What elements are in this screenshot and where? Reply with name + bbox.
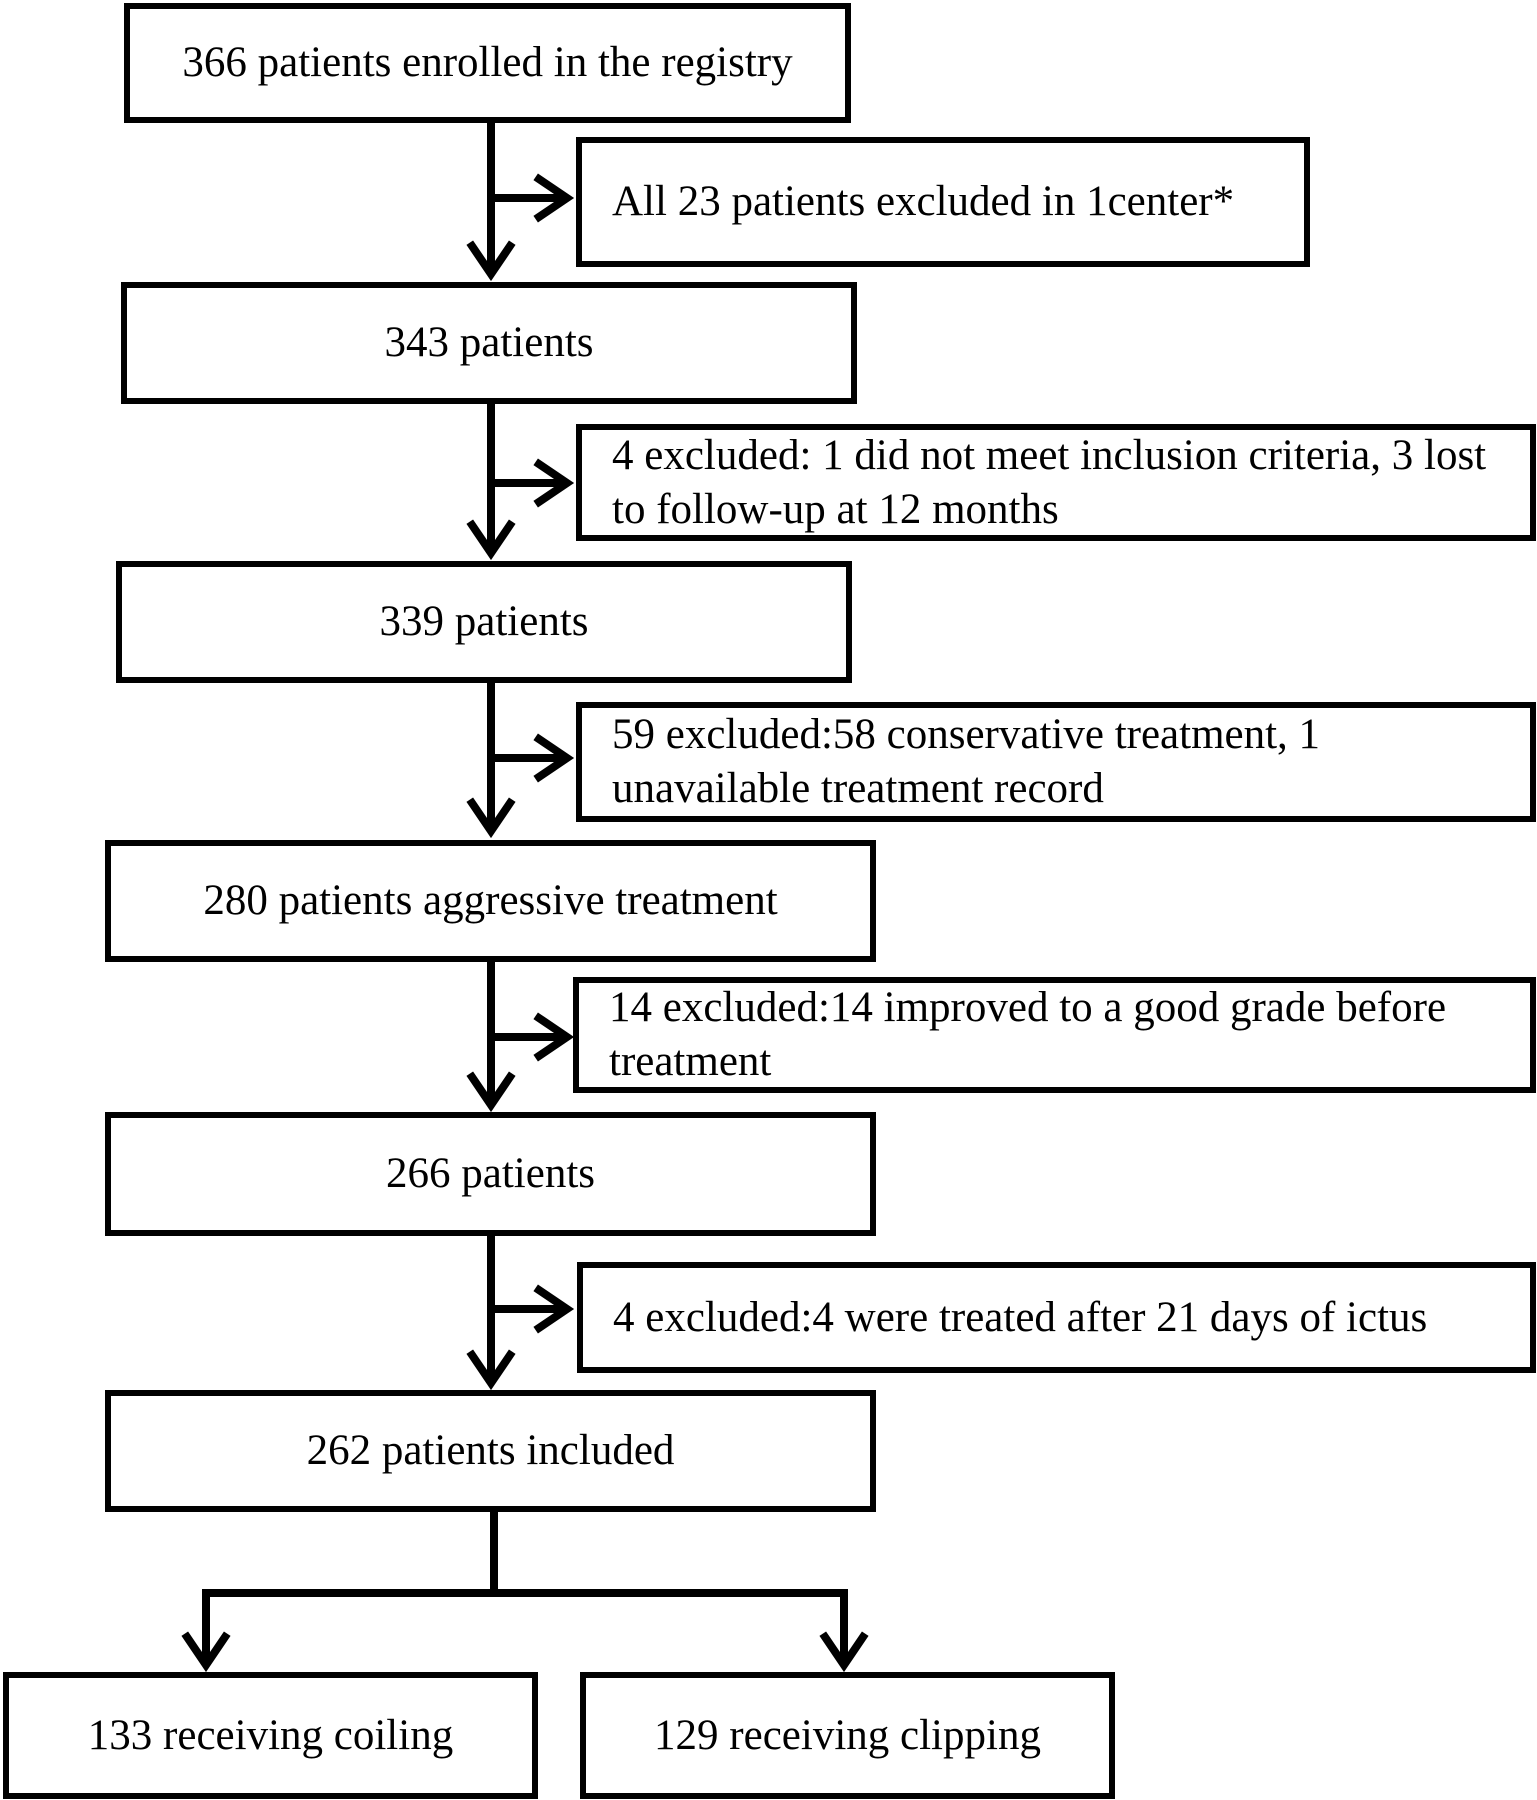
step-343-label: 343 patients (384, 319, 594, 366)
step-343-box: 343 patients (121, 282, 857, 404)
step-266-label: 266 patients (386, 1150, 595, 1197)
arrowhead-down-280 (466, 797, 516, 839)
coiling-label: 133 receiving coiling (87, 1711, 454, 1759)
arrowhead-down-clipping (819, 1631, 869, 1673)
exclusion-box-center: All 23 patients excluded in 1center* (576, 137, 1310, 267)
arrowhead-right-2 (533, 458, 575, 508)
clipping-box: 129 receiving clipping (580, 1672, 1115, 1799)
arrowhead-down-343 (466, 240, 516, 282)
enrolled-label: 366 patients enrolled in the registry (182, 39, 793, 86)
step-339-label: 339 patients (379, 598, 589, 645)
coiling-box: 133 receiving coiling (3, 1672, 538, 1799)
included-label: 262 patients included (306, 1427, 675, 1474)
arrowhead-down-coiling (181, 1631, 231, 1673)
exclusion-box-conservative: 59 excluded:58 conservative treatment, 1… (576, 702, 1536, 822)
clipping-label: 129 receiving clipping (654, 1711, 1041, 1759)
exclusion-improved-label: 14 excluded:14 improved to a good grade … (609, 984, 1447, 1085)
step-339-box: 339 patients (116, 561, 852, 683)
arrowhead-down-262 (466, 1349, 516, 1391)
step-280-label: 280 patients aggressive treatment (203, 877, 778, 924)
arrowhead-right-5 (533, 1284, 575, 1334)
arrowhead-down-339 (466, 519, 516, 561)
arrowhead-right-4 (533, 1012, 575, 1062)
exclusion-late-label: 4 excluded:4 were treated after 21 days … (613, 1293, 1428, 1341)
exclusion-conservative-label: 59 excluded:58 conservative treatment, 1… (612, 711, 1321, 812)
exclusion-box-criteria: 4 excluded: 1 did not meet inclusion cri… (576, 424, 1536, 541)
exclusion-box-late: 4 excluded:4 were treated after 21 days … (577, 1262, 1536, 1373)
arrowhead-right-1 (533, 173, 575, 223)
included-box: 262 patients included (105, 1390, 876, 1512)
enrolled-box: 366 patients enrolled in the registry (124, 3, 851, 123)
exclusion-box-improved: 14 excluded:14 improved to a good grade … (573, 977, 1536, 1093)
step-280-box: 280 patients aggressive treatment (105, 840, 876, 962)
exclusion-center-label: All 23 patients excluded in 1center* (612, 178, 1235, 225)
arrowhead-right-3 (533, 733, 575, 783)
step-266-box: 266 patients (105, 1112, 876, 1236)
arrowhead-down-266 (466, 1071, 516, 1113)
exclusion-criteria-label: 4 excluded: 1 did not meet inclusion cri… (612, 431, 1487, 533)
